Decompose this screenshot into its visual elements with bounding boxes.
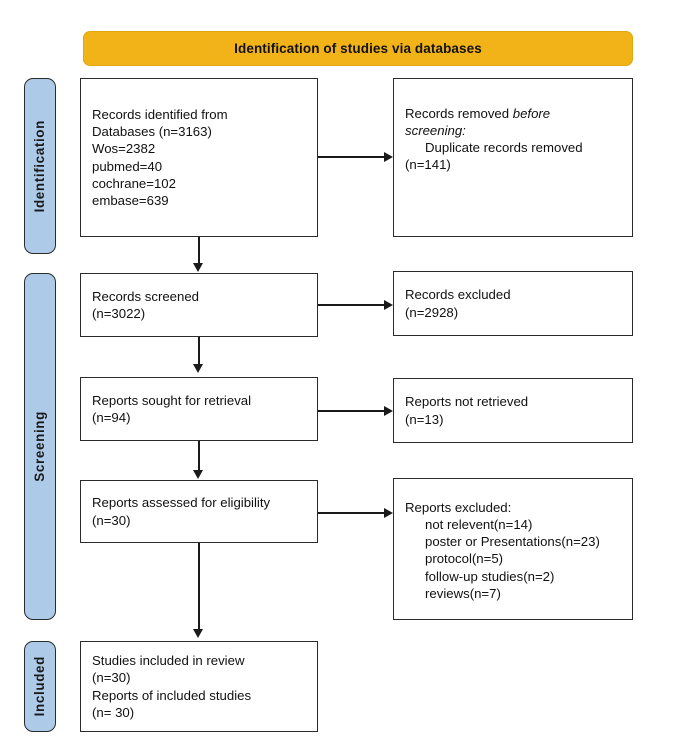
arrowhead-identified-to-removed: [384, 152, 393, 162]
records-removed-line-4: (n=141): [405, 157, 451, 173]
phase-label-screening: Screening: [32, 411, 48, 482]
box-records-removed: Records removed before screening: Duplic…: [393, 78, 633, 237]
records-excluded-line-2: (n=2928): [405, 304, 459, 320]
reports-assessed-line-2: (n=30): [92, 512, 131, 528]
arrowhead-assessed-to-included: [193, 629, 203, 638]
reports-not-retrieved-line-1: Reports not retrieved: [405, 394, 529, 410]
reports-sought-line-1: Reports sought for retrieval: [92, 392, 252, 408]
box-reports-assessed: Reports assessed for eligibility (n=30): [80, 480, 318, 543]
arrowhead-screened-to-sought: [193, 364, 203, 373]
arrowhead-screened-to-excluded: [384, 300, 393, 310]
reports-assessed-line-1: Reports assessed for eligibility: [92, 495, 271, 511]
diagram-title-text: Identification of studies via databases: [234, 41, 482, 56]
records-removed-text: Records removed: [405, 106, 513, 121]
records-screened-line-2: (n=3022): [92, 306, 146, 321]
records-identified-line-6: embase=639: [92, 192, 169, 208]
connector-identified-to-screened: [198, 237, 200, 265]
phase-bar-screening: Screening: [24, 273, 56, 620]
reports-excluded-reason-4: follow-up studies(n=2): [425, 568, 555, 584]
connector-sought-to-not-retrieved: [318, 410, 384, 412]
records-removed-line-2: screening:: [405, 123, 466, 139]
connector-assessed-to-included: [198, 543, 200, 631]
arrowhead-identified-to-screened: [193, 263, 203, 272]
records-identified-line-3: Wos=2382: [92, 141, 156, 157]
box-reports-not-retrieved: Reports not retrieved (n=13): [393, 378, 633, 443]
records-removed-line-1: Records removed before: [405, 105, 621, 122]
records-identified-line-1: Records identified from: [92, 107, 228, 123]
reports-excluded-reason-2: poster or Presentations(n=23): [425, 534, 600, 550]
connector-identified-to-removed: [318, 156, 384, 158]
reports-excluded-reason-1: not relevent(n=14): [425, 517, 533, 533]
studies-included-line-3: Reports of included studies: [92, 687, 252, 703]
studies-included-line-4: (n= 30): [92, 704, 135, 720]
studies-included-line-2: (n=30): [92, 670, 131, 686]
reports-excluded-heading: Reports excluded:: [405, 500, 512, 515]
phase-label-identification: Identification: [32, 119, 48, 213]
diagram-title-banner: Identification of studies via databases: [83, 31, 633, 66]
phase-bar-included: Included: [24, 641, 56, 732]
studies-included-line-1: Studies included in review: [92, 653, 245, 669]
connector-screened-to-excluded: [318, 304, 384, 306]
arrowhead-sought-to-not-retrieved: [384, 406, 393, 416]
box-reports-excluded: Reports excluded: not relevent(n=14) pos…: [393, 478, 633, 620]
phase-bar-identification: Identification: [24, 78, 56, 254]
arrowhead-sought-to-assessed: [193, 470, 203, 479]
arrowhead-assessed-to-excluded: [384, 508, 393, 518]
reports-excluded-reason-3: protocol(n=5): [425, 551, 504, 567]
connector-assessed-to-excluded: [318, 512, 384, 514]
reports-excluded-reason-5: reviews(n=7): [425, 585, 501, 601]
reports-not-retrieved-line-2: (n=13): [405, 411, 444, 427]
records-removed-line-3: Duplicate records removed: [425, 140, 583, 156]
records-identified-line-4: pubmed=40: [92, 158, 163, 174]
box-records-excluded: Records excluded (n=2928): [393, 271, 633, 336]
records-identified-line-5: cochrane=102: [92, 175, 176, 191]
records-screened-line-1: Records screened: [92, 288, 200, 304]
phase-label-included: Included: [32, 656, 48, 717]
box-reports-sought: Reports sought for retrieval (n=94): [80, 377, 318, 441]
records-removed-italic-before: before: [512, 106, 551, 121]
box-records-identified: Records identified from Databases (n=316…: [80, 78, 318, 237]
reports-sought-line-2: (n=94): [92, 410, 131, 425]
box-studies-included: Studies included in review (n=30) Report…: [80, 641, 318, 732]
connector-screened-to-sought: [198, 337, 200, 365]
box-records-screened: Records screened (n=3022): [80, 273, 318, 337]
records-excluded-line-1: Records excluded: [405, 287, 511, 303]
connector-sought-to-assessed: [198, 441, 200, 471]
records-identified-line-2: Databases (n=3163): [92, 124, 212, 140]
